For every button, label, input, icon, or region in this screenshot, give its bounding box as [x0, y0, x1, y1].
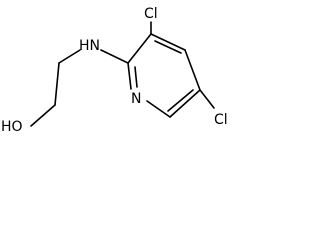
chlorine-top-label: Cl [144, 6, 158, 22]
pyridine-nitrogen-label: N [131, 91, 141, 107]
bond-c5-cl [199, 89, 215, 109]
bond-nh-ch2 [58, 49, 81, 64]
amine-nh-label: HN [79, 38, 100, 54]
bond-c2-nh [100, 49, 129, 64]
bond-c6-n1 [146, 100, 171, 118]
bond-c5-c6 [169, 89, 201, 118]
bond-c3-c4 [150, 33, 186, 51]
bond-c3-c4-inner [154, 40, 182, 54]
chemical-structure: Cl Cl HN N HO [1, 6, 228, 135]
bond-c2-c3 [127, 33, 152, 64]
hydroxyl-label: HO [1, 119, 23, 135]
bond-n1-c2-inner [134, 66, 138, 88]
bond-c5-c6-inner [167, 89, 194, 112]
bond-c4-c5 [184, 49, 201, 91]
bond-ch2-oh [30, 104, 56, 127]
chlorine-right-label: Cl [214, 112, 228, 128]
bond-n1-c2 [127, 62, 132, 90]
bond-ch2-ch2 [54, 62, 60, 106]
